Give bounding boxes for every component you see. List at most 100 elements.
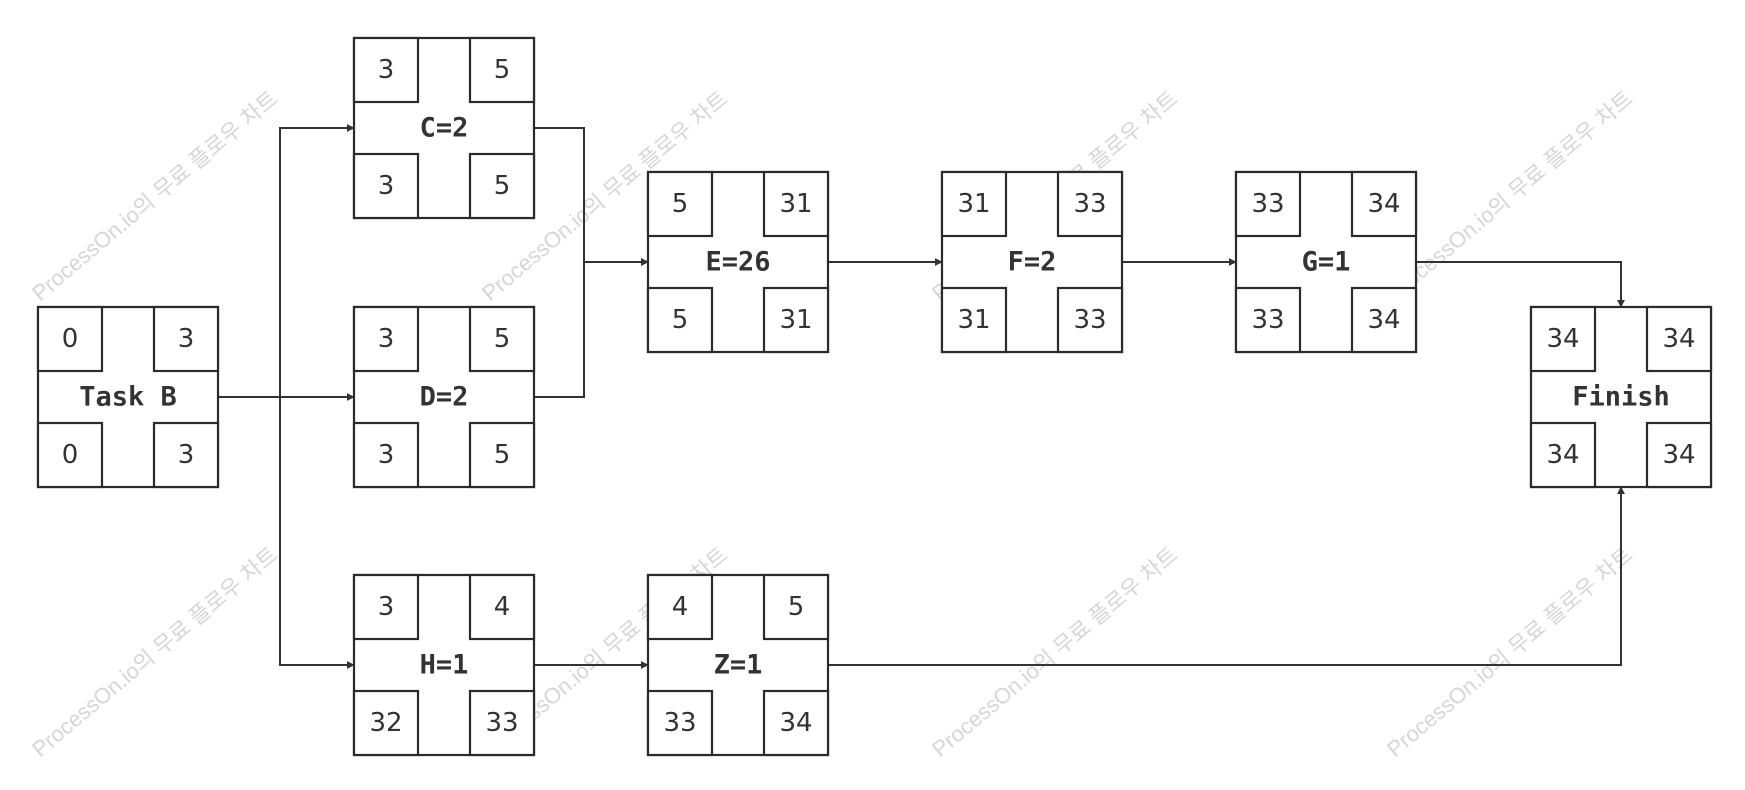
late-start-value: 32 (369, 708, 402, 738)
node-label: G=1 (1302, 247, 1351, 278)
edge-taskb-to-c (218, 124, 355, 398)
late-start-value: 3 (378, 171, 395, 201)
node-label: H=1 (420, 650, 469, 681)
node-label: D=2 (420, 382, 469, 413)
early-start-value: 0 (62, 324, 79, 354)
early-finish-value: 34 (1367, 189, 1400, 219)
early-start-cell (940, 170, 1008, 238)
node-label: E=26 (705, 247, 770, 278)
late-start-cell (352, 689, 420, 757)
early-start-value: 3 (378, 592, 395, 622)
edge-z-to-finish (828, 486, 1625, 666)
node-label: Z=1 (714, 650, 763, 681)
late-finish-cell (762, 286, 830, 354)
early-finish-cell (468, 305, 536, 373)
late-finish-value: 33 (1073, 305, 1106, 335)
late-start-cell (352, 421, 420, 489)
node-label: C=2 (420, 113, 469, 144)
late-start-value: 34 (1546, 440, 1579, 470)
early-finish-value: 3 (178, 324, 195, 354)
early-start-value: 34 (1546, 324, 1579, 354)
early-finish-cell (468, 573, 536, 641)
late-start-value: 31 (957, 305, 990, 335)
late-finish-cell (1350, 286, 1418, 354)
watermark-text: ProcessOn.io의 무료 플로우 차트 (927, 542, 1182, 762)
early-start-cell (352, 36, 420, 104)
late-finish-cell (762, 689, 830, 757)
early-finish-cell (762, 170, 830, 238)
early-finish-cell (762, 573, 830, 641)
late-start-cell (940, 286, 1008, 354)
early-start-cell (1234, 170, 1302, 238)
late-start-value: 0 (62, 440, 79, 470)
node-h: 3 4 32 33 H=1 (352, 573, 536, 757)
node-label: F=2 (1008, 247, 1057, 278)
early-finish-cell (468, 36, 536, 104)
early-start-cell (352, 573, 420, 641)
late-start-cell (36, 421, 104, 489)
early-start-value: 3 (378, 324, 395, 354)
early-start-value: 3 (378, 55, 395, 85)
watermark-text: ProcessOn.io의 무료 플로우 차트 (1382, 542, 1637, 762)
node-label: Finish (1572, 382, 1670, 413)
late-start-cell (352, 152, 420, 220)
early-start-value: 33 (1251, 189, 1284, 219)
late-start-cell (646, 286, 714, 354)
early-finish-value: 4 (494, 592, 511, 622)
edge-d-to-e (534, 258, 649, 398)
edge-taskb-to-h (218, 396, 355, 669)
late-start-cell (646, 689, 714, 757)
late-finish-value: 34 (1367, 305, 1400, 335)
late-finish-cell (1056, 286, 1124, 354)
late-finish-value: 34 (1662, 440, 1695, 470)
early-finish-value: 5 (494, 324, 511, 354)
early-finish-cell (1645, 305, 1713, 373)
late-start-value: 33 (1251, 305, 1284, 335)
late-finish-value: 5 (494, 440, 511, 470)
late-finish-value: 31 (779, 305, 812, 335)
early-finish-cell (1056, 170, 1124, 238)
early-start-value: 4 (672, 592, 689, 622)
node-label: Task B (79, 382, 177, 413)
late-start-cell (1234, 286, 1302, 354)
late-finish-cell (468, 421, 536, 489)
late-finish-value: 3 (178, 440, 195, 470)
watermark-text: ProcessOn.io의 무료 플로우 차트 (27, 542, 282, 762)
late-finish-cell (468, 152, 536, 220)
late-finish-value: 33 (485, 708, 518, 738)
early-finish-value: 31 (779, 189, 812, 219)
early-finish-value: 5 (494, 55, 511, 85)
edge-g-to-finish (1416, 261, 1625, 308)
late-finish-cell (1645, 421, 1713, 489)
early-start-value: 5 (672, 189, 689, 219)
late-start-cell (1529, 421, 1597, 489)
late-finish-cell (152, 421, 220, 489)
watermark-text: ProcessOn.io의 무료 플로우 차트 (27, 86, 282, 306)
early-start-value: 31 (957, 189, 990, 219)
watermark-text: ProcessOn.io의 무료 플로우 차트 (1382, 86, 1637, 306)
early-finish-cell (152, 305, 220, 373)
early-finish-cell (1350, 170, 1418, 238)
late-finish-value: 34 (779, 708, 812, 738)
late-finish-value: 5 (494, 171, 511, 201)
early-start-cell (1529, 305, 1597, 373)
late-start-value: 5 (672, 305, 689, 335)
early-start-cell (646, 573, 714, 641)
early-start-cell (352, 305, 420, 373)
early-start-cell (646, 170, 714, 238)
edge-layer (218, 124, 1625, 669)
late-start-value: 33 (663, 708, 696, 738)
early-finish-value: 33 (1073, 189, 1106, 219)
late-start-value: 3 (378, 440, 395, 470)
early-finish-value: 34 (1662, 324, 1695, 354)
early-start-cell (36, 305, 104, 373)
